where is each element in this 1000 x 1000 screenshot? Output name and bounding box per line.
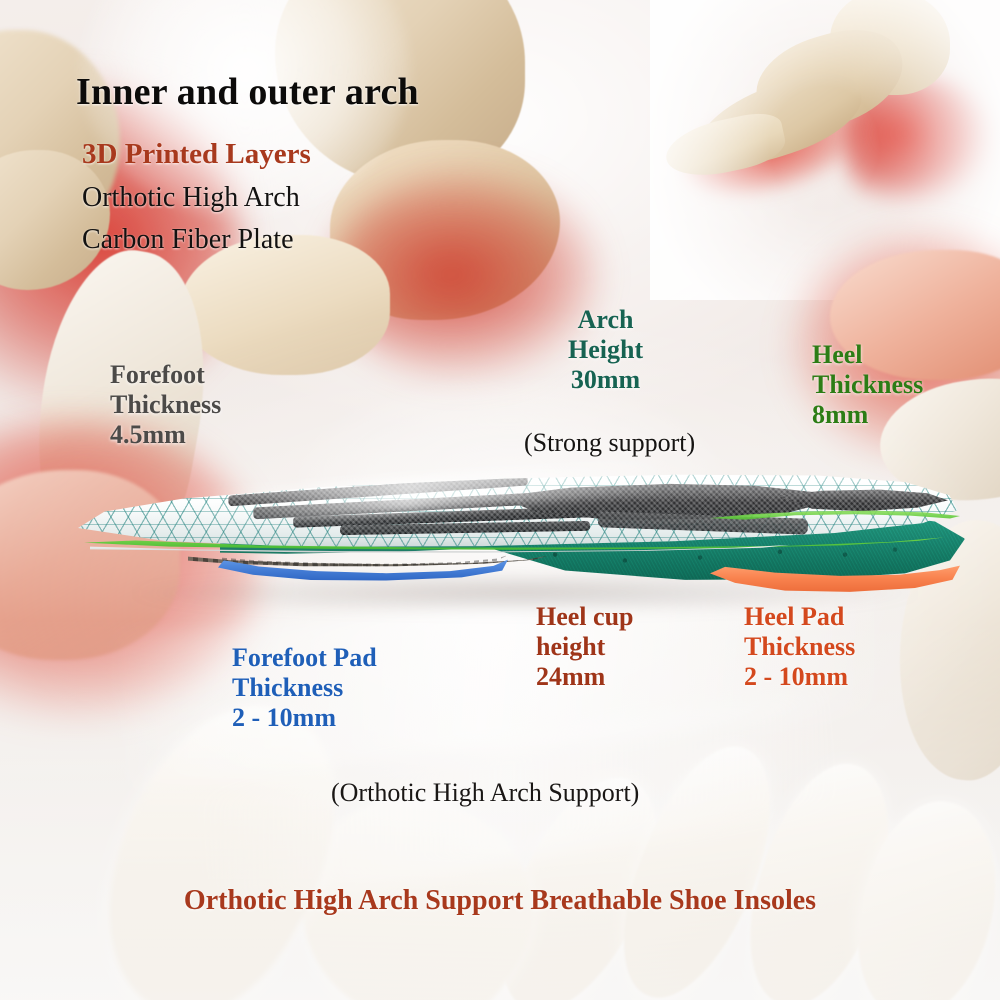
page-title: Inner and outer arch bbox=[76, 71, 419, 113]
caption-product-tagline: Orthotic High Arch Support Breathable Sh… bbox=[183, 885, 817, 916]
subtitle-carbon-fiber-plate: Carbon Fiber Plate bbox=[82, 224, 294, 255]
insole-product-image bbox=[70, 455, 965, 615]
subtitle-3d-printed-layers: 3D Printed Layers bbox=[82, 138, 311, 170]
spec-forefoot-thickness: Forefoot Thickness 4.5mm bbox=[110, 360, 222, 450]
spec-heel-pad-thickness: Heel Pad Thickness 2 - 10mm bbox=[744, 602, 856, 692]
caption-orthotic-high-arch-support: (Orthotic High Arch Support) bbox=[331, 778, 640, 807]
subtitle-orthotic-high-arch: Orthotic High Arch bbox=[82, 182, 300, 213]
spec-forefoot-pad-thickness: Forefoot Pad Thickness 2 - 10mm bbox=[232, 643, 377, 733]
spec-heel-cup-height: Heel cup height 24mm bbox=[536, 602, 634, 692]
spec-heel-thickness: Heel Thickness 8mm bbox=[812, 340, 924, 430]
spec-arch-strong-support-note: (Strong support) bbox=[524, 428, 696, 457]
spec-arch-height: Arch Height 30mm bbox=[568, 305, 644, 395]
